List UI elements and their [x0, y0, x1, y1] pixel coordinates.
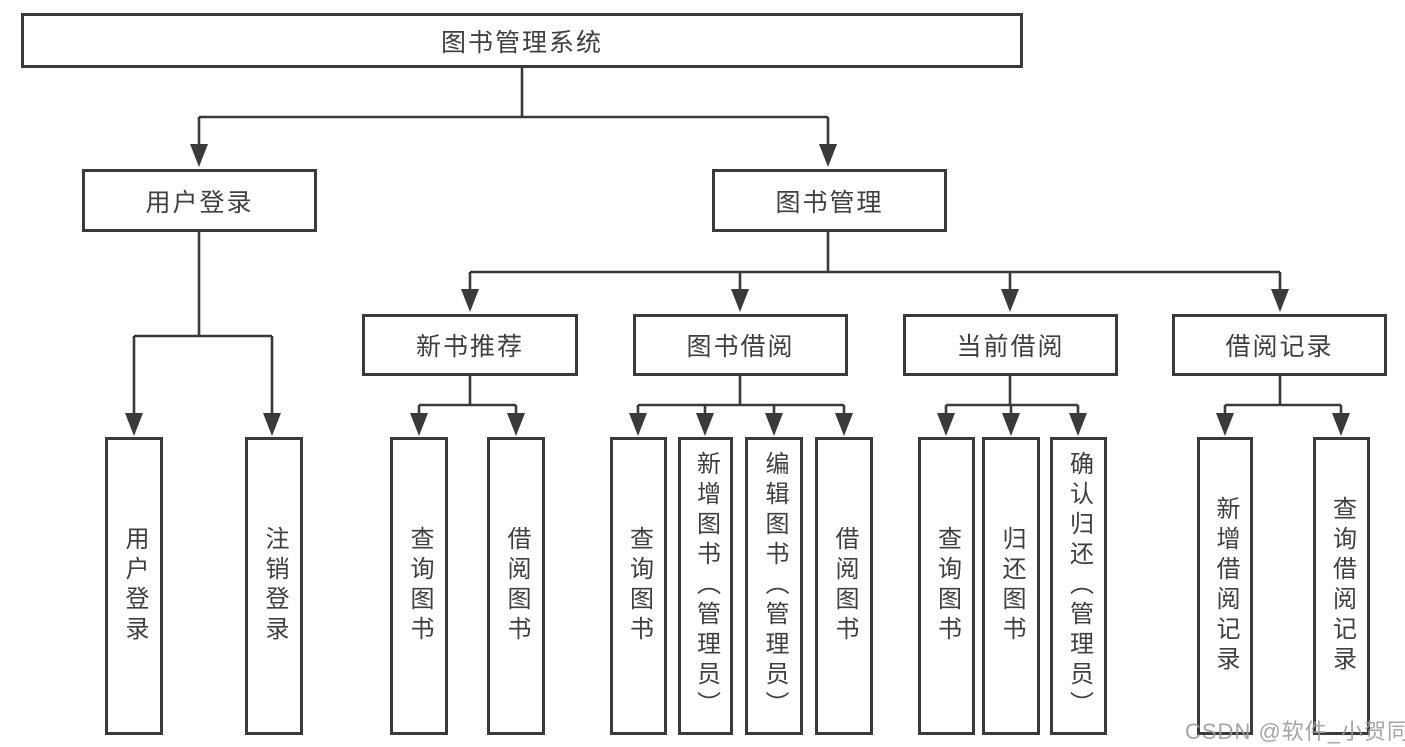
leaf-logout-label: 注销登录 [261, 526, 288, 646]
leaf-cb-query-books: 查询图书 [918, 437, 975, 735]
node-book-borrow: 图书借阅 [633, 314, 848, 376]
leaf-cb-confirm-return-label: 确认归还（管理员） [1065, 451, 1093, 721]
leaf-bb-query-books: 查询图书 [610, 437, 667, 735]
leaf-cb-query-books-label: 查询图书 [933, 526, 961, 646]
leaf-cb-confirm-return: 确认归还（管理员） [1050, 437, 1107, 735]
watermark: CSDN @软件_小贺同学 [1185, 719, 1405, 744]
node-borrow-records: 借阅记录 [1172, 314, 1387, 376]
leaf-cb-return-books-label: 归还图书 [998, 526, 1025, 646]
leaf-bb-add-books-label: 新增图书（管理员） [692, 451, 720, 721]
leaf-bb-query-books-label: 查询图书 [625, 526, 653, 646]
leaf-bb-borrow-books-label: 借阅图书 [831, 526, 858, 646]
arrowheads [125, 144, 1350, 436]
leaf-nb-query-books-label: 查询图书 [406, 526, 433, 646]
node-library-system: 图书管理系统 [21, 13, 1023, 68]
leaf-bb-edit-books: 编辑图书（管理员） [745, 437, 803, 735]
leaf-user-login: 用户登录 [105, 437, 163, 735]
leaf-br-add-record-label: 新增借阅记录 [1212, 496, 1239, 676]
node-library-system-label: 图书管理系统 [440, 28, 603, 57]
node-user-login-label: 用户登录 [145, 188, 254, 217]
leaf-br-query-record: 查询借阅记录 [1313, 437, 1370, 735]
node-book-management: 图书管理 [712, 169, 947, 232]
node-new-book-recommend: 新书推荐 [362, 314, 578, 376]
leaf-user-login-label: 用户登录 [121, 526, 148, 646]
node-new-book-recommend-label: 新书推荐 [415, 333, 524, 361]
leaf-nb-borrow-books: 借阅图书 [487, 437, 545, 735]
node-current-borrow: 当前借阅 [903, 314, 1118, 376]
leaf-bb-edit-books-label: 编辑图书（管理员） [761, 451, 788, 721]
leaf-cb-return-books: 归还图书 [982, 437, 1040, 735]
node-book-management-label: 图书管理 [775, 188, 884, 217]
leaf-br-add-record: 新增借阅记录 [1197, 437, 1253, 735]
leaf-bb-add-books: 新增图书（管理员） [678, 437, 733, 735]
node-borrow-records-label: 借阅记录 [1225, 333, 1334, 361]
node-current-borrow-label: 当前借阅 [956, 333, 1065, 361]
node-user-login: 用户登录 [82, 169, 317, 232]
leaf-bb-borrow-books: 借阅图书 [815, 437, 873, 735]
leaf-nb-borrow-books-label: 借阅图书 [503, 526, 530, 646]
leaf-logout: 注销登录 [245, 437, 303, 735]
leaf-nb-query-books: 查询图书 [390, 437, 448, 735]
leaf-br-query-record-label: 查询借阅记录 [1328, 496, 1356, 676]
node-book-borrow-label: 图书借阅 [686, 333, 795, 361]
